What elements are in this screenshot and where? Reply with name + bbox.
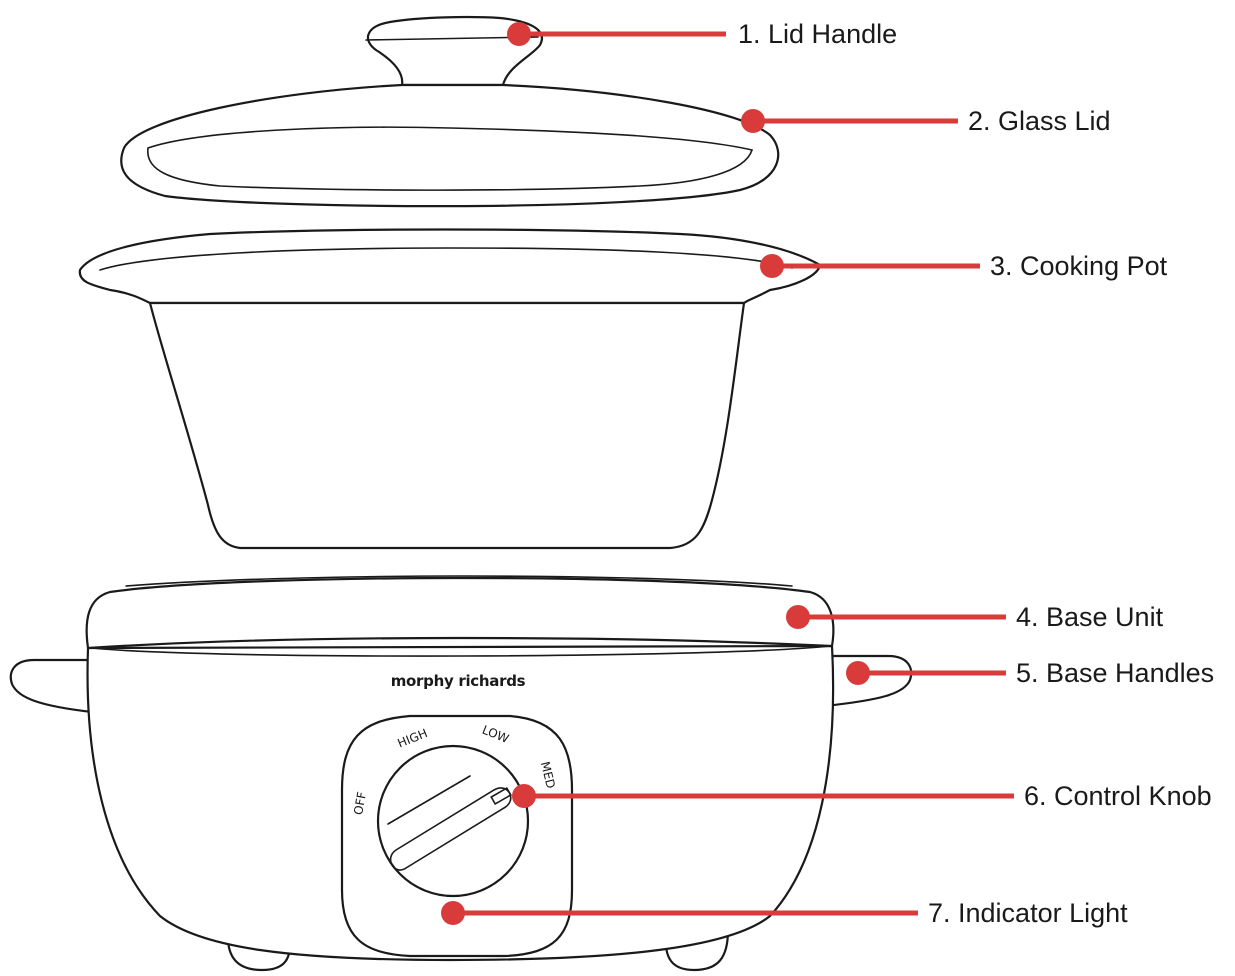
control-knob[interactable] (376, 744, 530, 898)
callout-base-handles: 5. Base Handles (846, 658, 1214, 688)
callout-dot (760, 254, 784, 278)
brand-logo: morphy richards (391, 672, 526, 690)
base-handle-left (9, 658, 94, 714)
callout-lid-handle: 1. Lid Handle (507, 19, 897, 49)
callout-label: 4. Base Unit (1016, 602, 1164, 632)
callout-dot (507, 22, 531, 46)
callout-label: 1. Lid Handle (738, 19, 897, 49)
callout-base-unit: 4. Base Unit (786, 602, 1164, 632)
callout-dot indicator-light (441, 901, 465, 925)
callout-cooking-pot: 3. Cooking Pot (760, 251, 1168, 281)
dial-label-off: OFF (351, 791, 369, 816)
callout-glass-lid: 2. Glass Lid (741, 106, 1111, 136)
callout-control-knob: 6. Control Knob (512, 781, 1212, 811)
callout-label: 3. Cooking Pot (990, 251, 1168, 281)
lid-handle (366, 15, 543, 87)
cooking-pot (78, 228, 822, 550)
callouts: 1. Lid Handle 2. Glass Lid 3. Cooking Po… (441, 19, 1214, 928)
base-unit: morphy richards OFF HIGH LOW MED (9, 575, 913, 972)
dial-label-med: MED (538, 760, 558, 790)
callout-label: 2. Glass Lid (968, 106, 1111, 136)
base-handle-right (823, 654, 913, 708)
callout-dot (512, 784, 536, 808)
callout-label: 6. Control Knob (1024, 781, 1212, 811)
callout-label: 5. Base Handles (1016, 658, 1214, 688)
glass-lid (120, 15, 780, 208)
callout-dot (786, 605, 810, 629)
callout-dot (741, 109, 765, 133)
callout-label: 7. Indicator Light (928, 898, 1128, 928)
callout-dot (846, 661, 870, 685)
callout-indicator-light: 7. Indicator Light (441, 898, 1128, 928)
